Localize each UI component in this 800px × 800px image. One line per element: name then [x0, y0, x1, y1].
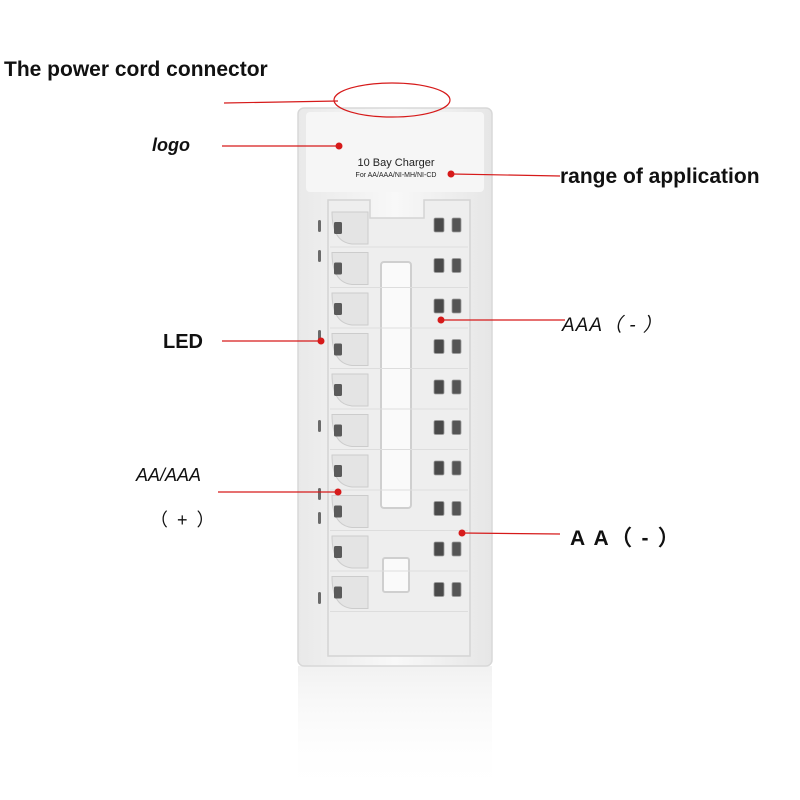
led-callout-dot	[317, 337, 325, 345]
positive-contact-6	[334, 424, 342, 437]
aa-negative-contact-7	[451, 460, 462, 476]
aa-negative-contact-8	[451, 501, 462, 516]
power-cord-callout-line	[223, 100, 339, 104]
aa-negative-contact-4	[451, 339, 462, 354]
aaa-negative-contact-4	[433, 339, 445, 354]
charger-top-cap	[306, 112, 484, 192]
aaa-negative-contact-3	[433, 298, 445, 314]
led-indicator-4	[318, 420, 321, 432]
aaa-negative-contact-8	[433, 501, 445, 516]
bay-cup-9	[331, 535, 369, 569]
aaa-negative-label: AAA（ - ）	[562, 315, 663, 336]
bay-cup-7	[331, 454, 369, 488]
aa-negative-contact-1	[451, 217, 462, 233]
charger-subtitle: For AA/AAA/NI-MH/NI-CD	[355, 172, 437, 179]
positive-contact-1	[334, 222, 342, 234]
bay-cup-1	[331, 211, 369, 245]
range-callout-dot	[447, 170, 455, 178]
aa-aaa-callout-dot	[334, 488, 342, 496]
aa-negative-callout-dot	[458, 529, 466, 537]
positive-contact-3	[334, 303, 342, 315]
positive-contact-10	[334, 586, 342, 599]
aa-negative-contact-2	[451, 258, 462, 273]
range-of-application-label: range of application	[560, 165, 760, 188]
positive-contact-5	[334, 384, 342, 396]
aa-negative-contact-9	[451, 541, 462, 557]
bay-cup-10	[331, 576, 369, 609]
aaa-negative-contact-9	[433, 541, 445, 557]
positive-contact-8	[334, 505, 342, 518]
positive-contact-7	[334, 465, 342, 477]
aaa-negative-contact-6	[433, 420, 445, 435]
center-slot	[380, 261, 412, 509]
bay-cup-5	[331, 373, 369, 407]
led-indicator-5	[318, 488, 321, 500]
aaa-negative-contact-10	[433, 582, 445, 597]
positive-terminal-label: （ + ）	[150, 510, 217, 530]
bay-cup-4	[331, 333, 369, 366]
aaa-negative-contact-7	[433, 460, 445, 476]
positive-contact-2	[334, 262, 342, 275]
led-indicator-1	[318, 220, 321, 232]
bay-cup-6	[331, 414, 369, 447]
bay-cup-2	[331, 252, 369, 285]
power-cord-connector-highlight	[333, 82, 451, 118]
range-callout-line	[451, 173, 561, 177]
bay-cup-8	[331, 495, 369, 528]
led-indicator-6	[318, 512, 321, 524]
aa-aaa-label: AA/AAA	[136, 465, 202, 485]
center-notch	[382, 557, 410, 593]
aa-negative-contact-3	[451, 298, 462, 314]
charger-reflection	[298, 666, 492, 796]
aa-negative-contact-6	[451, 420, 462, 435]
led-indicator-7	[318, 592, 321, 604]
aaa-negative-contact-5	[433, 379, 445, 395]
aa-negative-label: A A（ - ）	[570, 527, 682, 550]
positive-contact-9	[334, 546, 342, 558]
led-indicator-2	[318, 250, 321, 262]
aa-negative-contact-5	[451, 379, 462, 395]
aa-negative-contact-10	[451, 582, 462, 597]
bay-cup-3	[331, 292, 369, 326]
aaa-negative-contact-2	[433, 258, 445, 273]
logo-label: logo	[152, 135, 190, 155]
aa-negative-callout-line	[461, 532, 561, 535]
charger-title: 10 Bay Charger	[357, 157, 435, 169]
power-cord-connector-label: The power cord connector	[4, 58, 268, 81]
aaa-negative-callout-dot	[437, 316, 445, 324]
led-label: LED	[163, 331, 203, 353]
positive-contact-4	[334, 343, 342, 356]
aaa-negative-contact-1	[433, 217, 445, 233]
logo-callout-dot	[335, 142, 343, 150]
